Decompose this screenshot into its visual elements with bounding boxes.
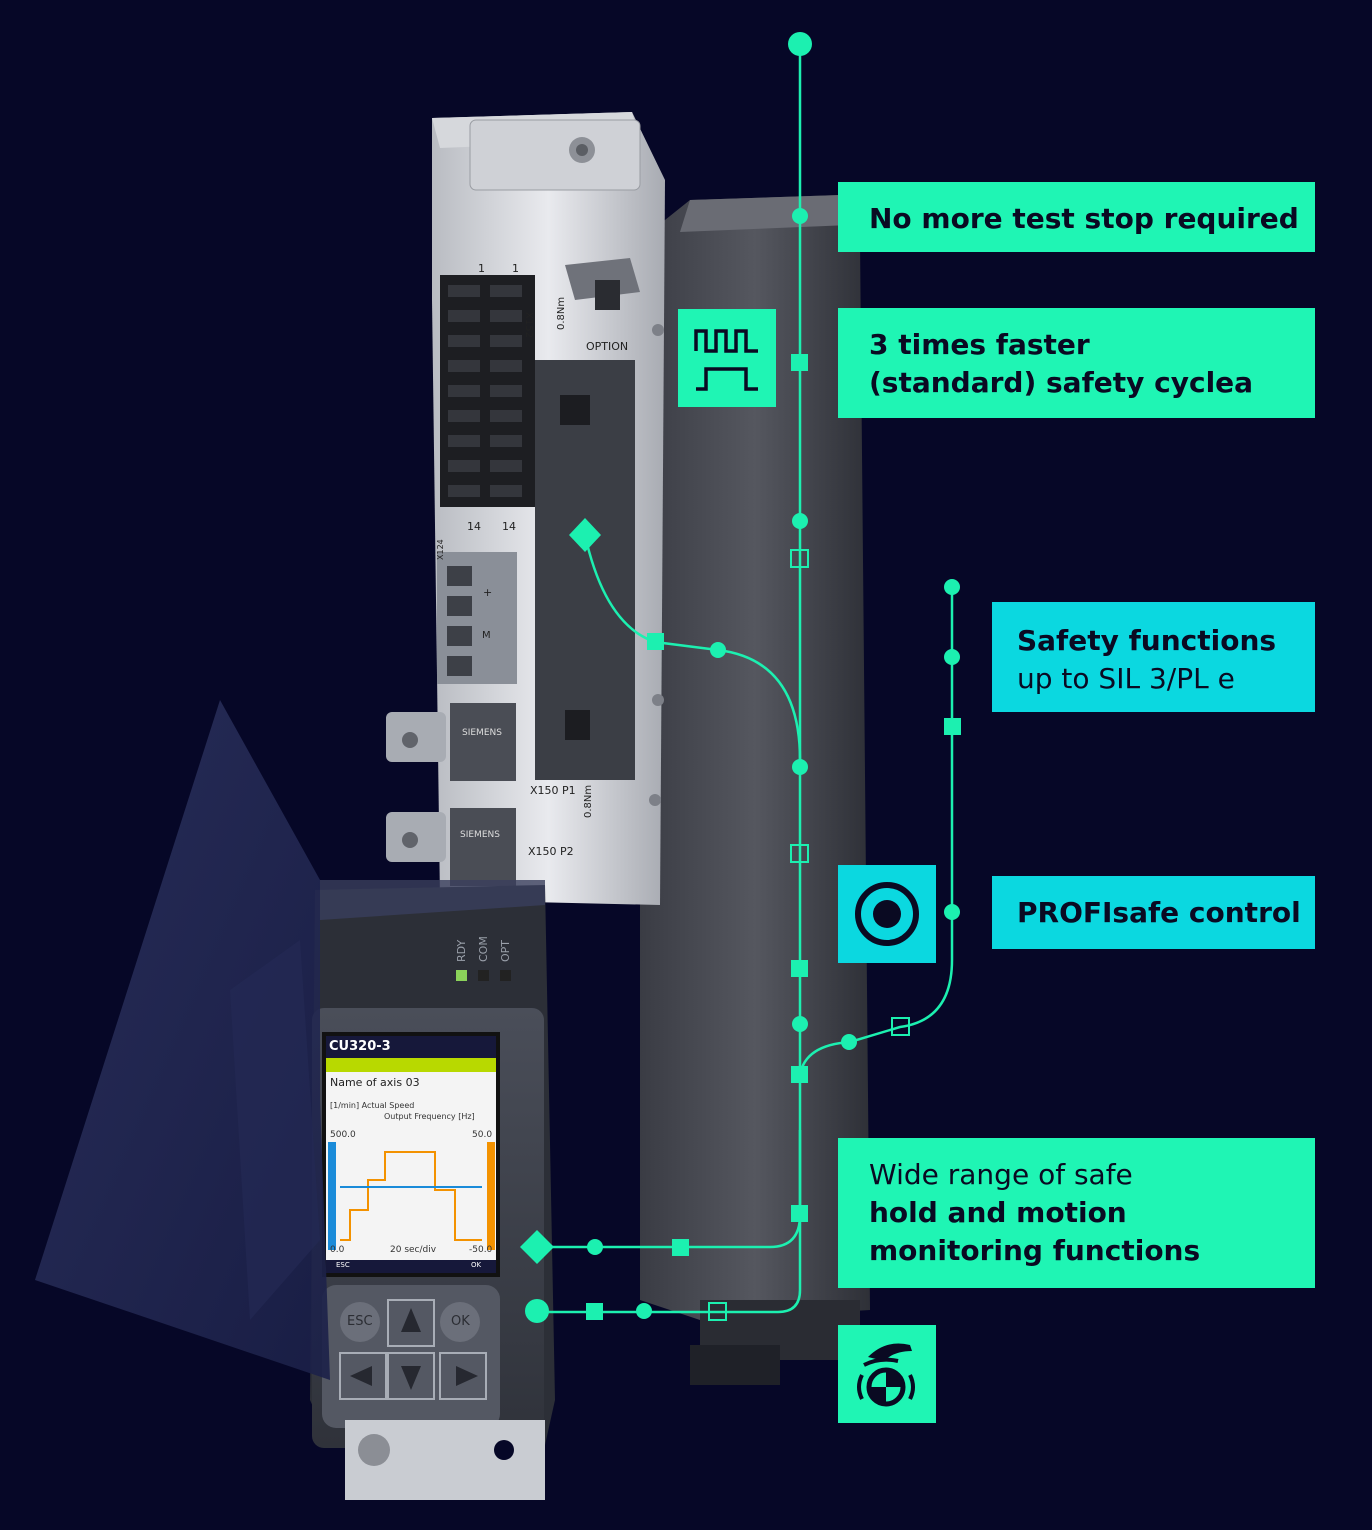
target-circle-icon: [838, 865, 936, 963]
connection-nodes: [520, 32, 961, 1323]
hand-brake-icon: [838, 1325, 936, 1423]
callout-monitoring: Wide range of safe hold and motion monit…: [838, 1138, 1315, 1288]
connector-x124-label: X124: [436, 539, 445, 560]
connection-lines: [535, 44, 954, 1314]
control-unit-body: [310, 885, 555, 1500]
connector-x152-label: X152: [523, 312, 534, 338]
brand-label-p2: SIEMENS: [460, 830, 500, 840]
terminal-label-top-right: 1: [512, 262, 519, 275]
torque-label-top: 0.8Nm: [556, 296, 567, 330]
terminal-label-bottom-right: 14: [502, 520, 516, 533]
screen-legend-speed: [1/min] Actual Speed: [330, 1101, 415, 1110]
screen-axis-name: Name of axis 03: [330, 1076, 420, 1089]
screen-time-div: 20 sec/div: [390, 1245, 437, 1255]
screen-soft-key-ok: OK: [471, 1261, 482, 1269]
terminal-label-bottom-left: 14: [467, 520, 481, 533]
hinged-cover: [35, 700, 545, 1380]
screen-title: CU320-3: [329, 1039, 391, 1054]
callout-test-stop: No more test stop required: [838, 182, 1315, 252]
callout-safety-functions-line1: Safety functions: [1017, 624, 1277, 657]
callout-safety-cycle-line1: 3 times faster: [869, 328, 1090, 361]
screen-legend-frequency: Output Frequency [Hz]: [384, 1112, 475, 1121]
callout-profisafe-text: PROFIsafe control: [1017, 896, 1301, 929]
key-esc[interactable]: ESC: [347, 1314, 373, 1329]
callout-test-stop-text: No more test stop required: [869, 202, 1299, 235]
callout-profisafe: PROFIsafe control: [992, 876, 1315, 949]
power-m-label: M: [482, 630, 491, 641]
screen-y-right-min: -50.0: [469, 1245, 493, 1255]
brand-label-p1: SIEMENS: [462, 728, 502, 738]
metal-front-plate: [386, 112, 665, 905]
screen-y-left-min: 0.0: [330, 1245, 345, 1255]
callout-monitoring-line1: Wide range of safe: [869, 1158, 1133, 1191]
led-com-label: COM: [477, 936, 490, 962]
callout-monitoring-line3: monitoring functions: [869, 1234, 1201, 1267]
callout-safety-functions-line2: up to SIL 3/PL e: [1017, 662, 1235, 695]
torque-label-side: 0.8Nm: [583, 784, 594, 818]
led-rdy-label: RDY: [455, 939, 468, 962]
terminal-label-top-left: 1: [478, 262, 485, 275]
port-x150-p1-label: X150 P1: [530, 784, 576, 797]
callout-safety-cycle-line2: (standard) safety cyclea: [869, 366, 1254, 399]
led-opt-label: OPT: [499, 939, 512, 962]
key-ok[interactable]: OK: [451, 1314, 470, 1329]
option-slot-label: OPTION: [586, 340, 629, 353]
callout-safety-functions: Safety functions up to SIL 3/PL e: [992, 602, 1315, 712]
screen-y-right-max: 50.0: [472, 1130, 493, 1140]
port-x150-p2-label: X150 P2: [528, 845, 574, 858]
callout-safety-cycle: 3 times faster (standard) safety cyclea: [838, 308, 1315, 418]
screen-y-left-max: 500.0: [330, 1130, 356, 1140]
power-plus-label: +: [483, 586, 493, 599]
callout-monitoring-line2: hold and motion: [869, 1196, 1127, 1229]
pulse-wave-icon: [678, 309, 776, 407]
screen-soft-key-esc: ESC: [336, 1261, 350, 1269]
drive-housing: [640, 195, 870, 1385]
